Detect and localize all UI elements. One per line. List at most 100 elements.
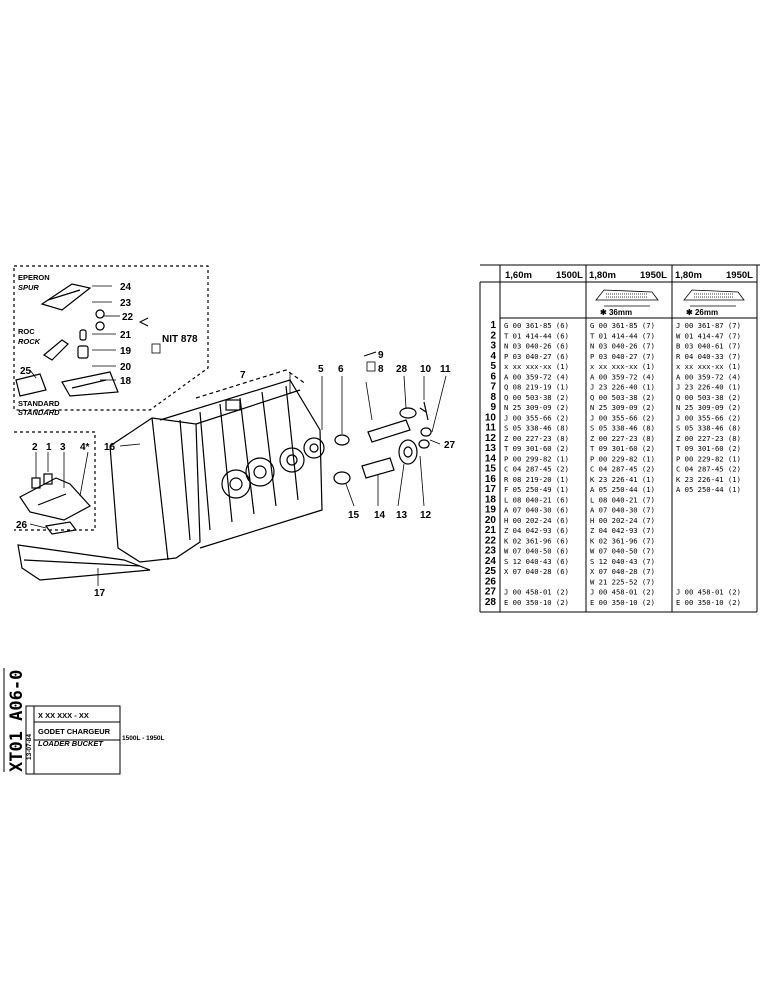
part-number-cell: J 23 226-40 (1) xyxy=(590,383,655,392)
label-standard-fr: STANDARD xyxy=(18,399,60,408)
part-number-cell: H 00 202-24 (6) xyxy=(504,516,569,525)
part-number-cell: x xx xxx-xx (1) xyxy=(590,362,655,371)
part-number-cell: T 01 414-44 (7) xyxy=(590,331,655,340)
row-number: 6 xyxy=(490,371,496,382)
part-number-cell: E 00 350-10 (2) xyxy=(590,598,655,607)
upper-pin xyxy=(334,401,432,446)
callout-28: 28 xyxy=(396,364,408,375)
callout-23: 23 xyxy=(120,298,132,309)
leader-lines xyxy=(29,285,447,586)
callout-13: 13 xyxy=(396,510,408,521)
part-number-cell: A 07 040-30 (7) xyxy=(590,506,655,515)
part-number-cell: T 01 414-44 (6) xyxy=(504,331,569,340)
part-number-cell: L 08 040-21 (6) xyxy=(504,495,569,504)
part-number-cell: J 00 355-66 (2) xyxy=(676,413,741,422)
part-number-cell: F 05 250-49 (1) xyxy=(504,485,569,494)
row-number: 22 xyxy=(485,535,497,546)
row-number: 16 xyxy=(485,474,497,485)
standard-tooth xyxy=(15,373,47,397)
part-number-cell: T 09 301-60 (2) xyxy=(590,444,655,453)
part-number-cell: B 03 040-61 (7) xyxy=(676,342,741,351)
callout-18: 18 xyxy=(120,376,132,387)
part-number-cell: Q 00 503-38 (2) xyxy=(504,393,569,402)
row-number: 9 xyxy=(490,402,496,413)
part-number-cell: T 09 301-60 (2) xyxy=(504,444,569,453)
part-number-cell: T 09 301-60 (2) xyxy=(676,444,741,453)
callout-19: 19 xyxy=(120,346,132,357)
table-row: 20 H 00 202-24 (6) H 00 202-24 (7) xyxy=(485,515,655,526)
part-number-cell: H 00 202-24 (7) xyxy=(590,516,655,525)
bucket-body xyxy=(109,417,201,563)
hinge-lugs xyxy=(221,437,325,499)
callout-16: 16 xyxy=(104,442,116,453)
callout-27: 27 xyxy=(444,440,456,451)
row-number: 24 xyxy=(485,556,497,567)
callout-14: 14 xyxy=(374,510,386,521)
row-number: 11 xyxy=(485,423,496,434)
callout-4: 4* xyxy=(80,442,90,453)
row-number: 18 xyxy=(485,494,497,505)
part-number-cell: G 00 361-85 (6) xyxy=(504,321,569,330)
rock-tooth xyxy=(42,339,69,361)
table-grid xyxy=(479,264,760,613)
part-number-cell: Z 04 042-93 (6) xyxy=(504,526,569,535)
part-number-cell: W 07 040-50 (6) xyxy=(504,547,569,556)
part-number-cell: N 25 309-09 (2) xyxy=(590,403,655,412)
part-number-cell: C 04 287-45 (2) xyxy=(590,465,655,474)
col3-size: 1,80m xyxy=(675,270,702,281)
part-number-cell: K 23 226-41 (1) xyxy=(676,475,741,484)
inset-frame xyxy=(14,265,209,411)
part-number-cell: G 00 361-85 (7) xyxy=(590,321,655,330)
part-number-cell: x xx xxx-xx (1) xyxy=(676,362,741,371)
part-number-cell: L 08 040-21 (7) xyxy=(590,495,655,504)
bucket-ribs xyxy=(179,385,299,541)
part-number-cell: E 00 350-10 (2) xyxy=(676,598,741,607)
row-number: 10 xyxy=(485,412,497,423)
spur-tooth xyxy=(40,283,92,311)
callout-22: 22 xyxy=(122,312,134,323)
part-number-cell: J 00 458-01 (2) xyxy=(504,588,569,597)
cutting-edge xyxy=(17,544,151,581)
part-number-cell: S 05 338-46 (8) xyxy=(590,424,655,433)
row-number: 5 xyxy=(490,361,496,372)
row-number: 12 xyxy=(485,433,497,444)
tooth-adapter xyxy=(19,477,91,521)
part-number-cell: S 05 338-46 (8) xyxy=(504,424,569,433)
lower-pin xyxy=(333,439,430,485)
col2-capacity: 1950L xyxy=(640,270,667,281)
row-number: 20 xyxy=(485,515,497,526)
label-eperon: EPERON xyxy=(18,273,50,282)
part-number-cell: Q 08 219-19 (1) xyxy=(504,383,569,392)
part-number-cell: P 00 299-82 (1) xyxy=(504,454,569,463)
part-number-cell: P 00 229-82 (1) xyxy=(590,454,655,463)
callout-17: 17 xyxy=(94,588,106,599)
tooth-dim-col3: ✱ 26mm xyxy=(686,308,718,317)
part-number-cell: A 05 250-44 (1) xyxy=(590,485,655,494)
table-row: 13 T 09 301-60 (2) T 09 301-60 (2) T 09 301… xyxy=(485,443,741,454)
part-number-cell: P 03 040-27 (6) xyxy=(504,352,569,361)
row-number: 8 xyxy=(490,392,496,403)
label-spur: SPUR xyxy=(18,283,39,292)
part-number-cell: K 02 361-96 (6) xyxy=(504,536,569,545)
callout-6: 6 xyxy=(338,364,344,375)
part-number-cell: W 21 225-52 (7) xyxy=(590,577,655,586)
row-number: 13 xyxy=(485,443,497,454)
doc-title-en: LOADER BUCKET xyxy=(38,739,104,748)
part-number-cell: R 04 040-33 (7) xyxy=(676,352,741,361)
row-number: 25 xyxy=(485,566,497,577)
row-number: 17 xyxy=(485,484,497,495)
part-number-cell: A 00 359-72 (4) xyxy=(504,372,569,381)
